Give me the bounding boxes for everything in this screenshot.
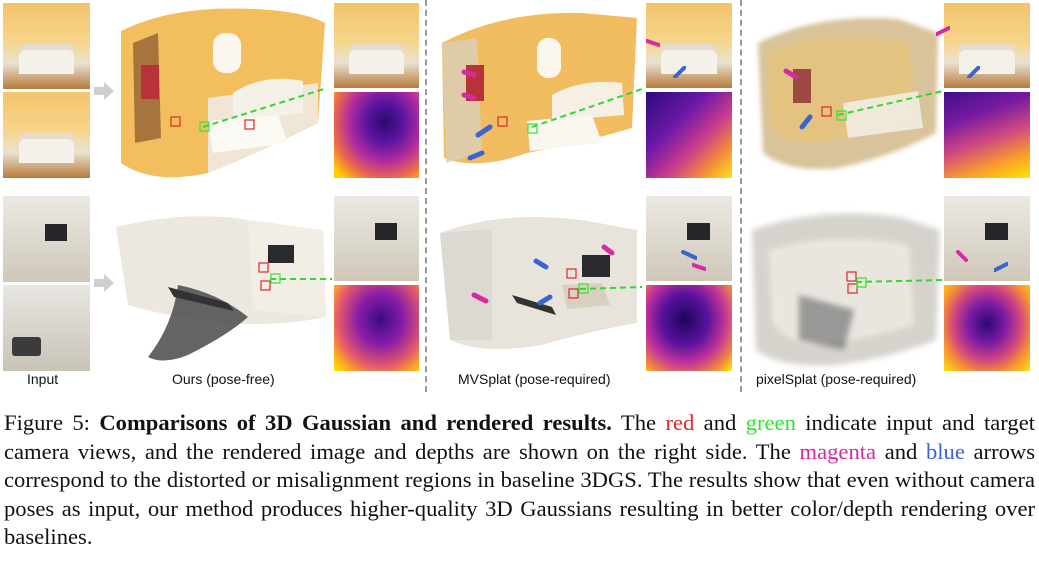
mvsplat-gaussian-bedroom (442, 12, 642, 164)
caption-prefix: Figure 5: (4, 410, 100, 435)
input-arrow-icon (94, 82, 114, 100)
caption-text: arrows correspond to the distorted or mi… (4, 438, 1036, 550)
magenta-arrow-icon (646, 39, 660, 47)
pixelsplat-depth-map-bottom (944, 285, 1030, 371)
blue-arrow-icon (673, 66, 686, 78)
blue-arrow-icon (681, 250, 697, 260)
caption-word-magenta: magenta (799, 438, 877, 464)
caption-text: and (876, 438, 926, 464)
ours-rendered-image-bottom (334, 196, 419, 281)
figure-caption: Figure 5: Comparisons of 3D Gaussian and… (4, 409, 1035, 552)
pixelsplat-rendered-image-bottom (944, 196, 1030, 281)
blue-arrow-icon (967, 66, 980, 78)
input-image-bedroom-2 (3, 92, 90, 178)
caption-word-green: green (745, 410, 796, 435)
caption-text: The (611, 410, 666, 435)
input-arrow-icon (94, 274, 114, 292)
label-mvsplat: MVSplat (pose-required) (458, 371, 611, 387)
pixelsplat-gaussian-bedroom (758, 18, 943, 169)
pixelsplat-rendered-image-top (944, 3, 1030, 88)
label-ours: Ours (pose-free) (172, 371, 275, 387)
section-divider (740, 0, 742, 392)
magenta-arrow-icon (692, 263, 706, 271)
input-image-living-2 (3, 285, 90, 371)
mvsplat-gaussian-living (440, 216, 642, 349)
caption-word-blue: blue (925, 438, 965, 464)
ours-gaussian-living (116, 216, 332, 361)
label-input: Input (27, 371, 59, 387)
blue-arrow-icon (994, 262, 1008, 272)
mvsplat-depth-map-bottom (646, 285, 732, 371)
magenta-arrow-icon (936, 26, 950, 36)
magenta-arrow-icon (956, 250, 968, 262)
caption-text: indicate input and target camera views, … (4, 410, 1035, 464)
mvsplat-depth-map-top (646, 92, 732, 178)
section-divider (425, 0, 427, 392)
input-image-bedroom-1 (3, 3, 90, 89)
pixelsplat-gaussian-living (752, 213, 944, 366)
comparison-figure: Input Ours (pose-free) MVSplat (pose-req… (3, 0, 1030, 392)
mvsplat-rendered-image-top (646, 3, 732, 88)
input-image-living-1 (3, 196, 90, 282)
ours-depth-map-bottom (334, 285, 419, 371)
caption-word-red: red (665, 410, 695, 435)
ours-rendered-image-top (334, 3, 419, 88)
pixelsplat-depth-map-top (944, 92, 1030, 178)
ours-depth-map-top (334, 92, 419, 178)
caption-title: Comparisons of 3D Gaussian and rendered … (99, 410, 612, 435)
label-pixelsplat: pixelSplat (pose-required) (756, 371, 917, 387)
ours-gaussian-bedroom (121, 8, 328, 178)
caption-text: and (694, 410, 746, 435)
mvsplat-rendered-image-bottom (646, 196, 732, 281)
